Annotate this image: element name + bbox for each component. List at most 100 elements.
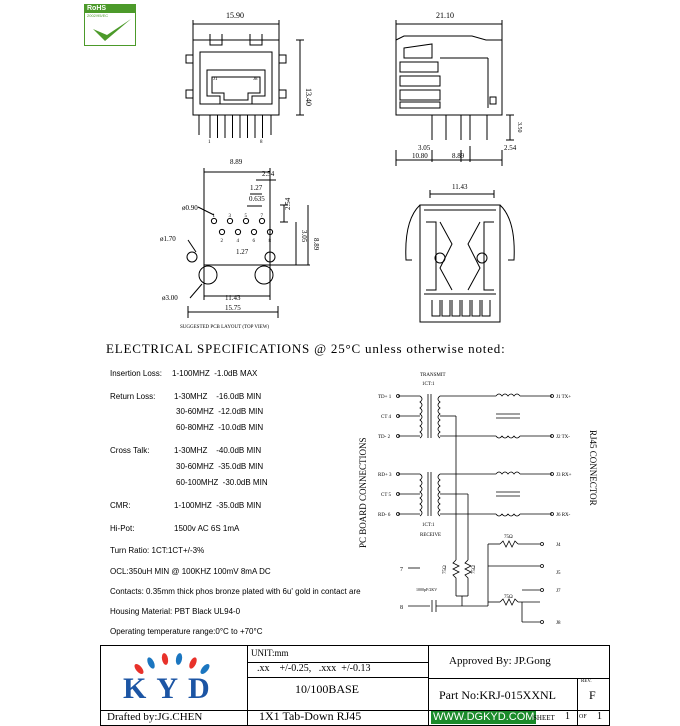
pcb-pad xyxy=(266,228,274,236)
dim-side-254: 2.54 xyxy=(504,144,517,152)
pcb-pad xyxy=(234,228,242,236)
dim-pcb-0635: 0.635 xyxy=(249,195,265,203)
pin-j5: J5 xyxy=(556,571,561,576)
pcb-caption: SUGGESTED PCB LAYOUT (TOP VIEW) xyxy=(180,325,269,330)
spec-line: Return Loss:1-30MHZ -16.0dB MIN xyxy=(110,392,261,401)
pcb-pad xyxy=(226,217,234,225)
rev-label: REV. xyxy=(581,679,592,684)
pin-8: 8 xyxy=(400,605,403,611)
drawing-canvas: 15.90 13.40 J1 J8 1 8 21.10 3.50 3.05 2.… xyxy=(160,11,598,626)
rev-value: F xyxy=(589,688,596,702)
dim-front-width: 15.90 xyxy=(226,11,244,20)
spec-line: Cross Talk: 1-30MHZ -40.0dB MIN xyxy=(110,446,261,455)
label-transmit: TRANSMIT xyxy=(420,373,446,378)
connector-contact xyxy=(461,300,471,317)
pin-j2: J2 TX- xyxy=(556,435,570,440)
spec-value: 1-100MHZ -1.0dB MAX xyxy=(172,369,258,378)
dim-side-350: 3.50 xyxy=(516,122,522,133)
pcb-pad xyxy=(250,228,258,236)
schematic xyxy=(396,393,554,624)
spec-key: Operating temperature range:0°C to +70°C xyxy=(110,627,263,636)
kyd-logo: KYD xyxy=(119,652,229,708)
spec-key: Contacts: 0.35mm thick phos bronze plate… xyxy=(110,587,361,596)
rohs-label: RoHS xyxy=(85,5,135,13)
spec-key: Turn Ratio: 1CT:1CT+/-3% xyxy=(110,546,205,555)
rohs-sub: 2002/95/EC xyxy=(87,13,109,18)
pin-j4: J4 xyxy=(556,543,561,548)
dim-side-1080: 10.80 xyxy=(412,152,428,160)
pin-7: 7 xyxy=(400,567,403,573)
pin-j3: J3 RX+ xyxy=(556,473,572,478)
pin-ct5: CT 5 xyxy=(381,493,392,498)
side-view xyxy=(395,20,514,166)
spec-value: 1-30MHZ -40.0dB MIN xyxy=(174,446,262,455)
spec-key: Housing Material: PBT Black UL94-0 xyxy=(110,607,241,616)
unit-label: UNIT:mm xyxy=(251,648,289,658)
pin-j1: J1 TX+ xyxy=(556,395,571,400)
dim-pcb-090: ø0.90 xyxy=(182,204,198,212)
label-j1: J1 xyxy=(213,77,218,82)
product-name: 10/100BASE xyxy=(295,682,360,696)
pin-td-plus: TD+ 1 xyxy=(378,395,392,400)
spec-key: Cross Talk: xyxy=(110,446,150,455)
pcb-pad xyxy=(242,217,250,225)
website: WWW.DGKYD.COM xyxy=(431,711,537,724)
spec-line: Housing Material: PBT Black UL94-0 xyxy=(110,607,240,616)
connector-view xyxy=(405,190,515,323)
sheet-of: OF xyxy=(579,714,587,720)
connector-contact xyxy=(471,300,481,317)
spec-value: 1-100MHZ -35.0dB MIN xyxy=(174,501,262,510)
spec-value: 30-60MHZ -12.0dB MIN xyxy=(176,407,264,416)
dim-pcb-127a: 1.27 xyxy=(250,184,263,192)
label-j8: J8 xyxy=(253,77,258,82)
pin-j6: J6 RX- xyxy=(556,513,571,518)
res-4: 75Ω xyxy=(504,595,513,600)
spec-value: 60-100MHZ -30.0dB MIN xyxy=(176,478,268,487)
res-1: 75Ω xyxy=(443,565,448,574)
label-ratio-rx: 1CT:1 xyxy=(422,523,435,528)
connector-contact xyxy=(441,300,451,317)
logo-text: KYD xyxy=(123,672,220,705)
check-icon xyxy=(93,19,131,41)
spec-key: OCL:350uH MIN @ 100KHZ 100mV 8mA DC xyxy=(110,567,271,576)
spec-line: Hi-Pot:1500v AC 6S 1mA xyxy=(110,524,239,533)
label-pc-board: PC BOARD CONNECTIONS xyxy=(358,437,368,548)
sheet-label: SHEET xyxy=(533,714,555,722)
pin-j7: J7 xyxy=(556,589,561,594)
part-number: Part No:KRJ-015XXNL xyxy=(439,688,556,702)
dim-side-305: 3.05 xyxy=(418,144,431,152)
drafted-by: Drafted by:JG.CHEN xyxy=(107,711,203,723)
spec-line: Turn Ratio: 1CT:1CT+/-3% xyxy=(110,546,204,555)
spec-value: 60-80MHZ -10.0dB MIN xyxy=(176,423,264,432)
pcb-pad xyxy=(210,217,218,225)
pin-ct4: CT 4 xyxy=(381,415,392,420)
spec-value: 1500v AC 6S 1mA xyxy=(174,524,240,533)
dim-pcb-1575: 15.75 xyxy=(225,304,241,312)
pin-j8: J8 xyxy=(556,621,561,626)
dim-pcb-305: 3.05 xyxy=(300,230,308,243)
dim-pcb-127b: 1.27 xyxy=(236,248,249,256)
logo-swoosh-icon xyxy=(134,653,210,674)
dim-pcb-300: ø3.00 xyxy=(162,294,178,302)
pcb-pad-number: 7 xyxy=(261,214,264,219)
pcb-pad-number: 5 xyxy=(245,214,248,219)
pcb-pad xyxy=(258,217,266,225)
connector-contact xyxy=(481,300,491,317)
elec-heading: ELECTRICAL SPECIFICATIONS @ 25°C unless … xyxy=(106,341,506,356)
dim-pcb-170: ø1.70 xyxy=(160,235,176,243)
dim-pcb-889v: 8.89 xyxy=(312,238,320,251)
cap-label: 1000pF/2KV xyxy=(416,587,437,592)
spec-key: Insertion Loss: xyxy=(110,369,163,378)
front-view xyxy=(185,20,304,138)
connector-contact xyxy=(451,300,461,317)
pin-rd-plus: RD+ 3 xyxy=(378,473,392,478)
pin-rd-minus: RD- 6 xyxy=(378,513,391,518)
spec-line: Operating temperature range:0°C to +70°C xyxy=(110,627,262,636)
product-desc: 1X1 Tab-Down RJ45 xyxy=(259,709,362,723)
pcb-pad-number: 8 xyxy=(269,239,272,244)
connector-contact xyxy=(431,300,441,317)
pcb-pad-number: 1 xyxy=(213,214,216,219)
dim-side-width: 21.10 xyxy=(436,11,454,20)
pcb-layout xyxy=(186,168,310,318)
pcb-pad-number: 6 xyxy=(253,239,256,244)
